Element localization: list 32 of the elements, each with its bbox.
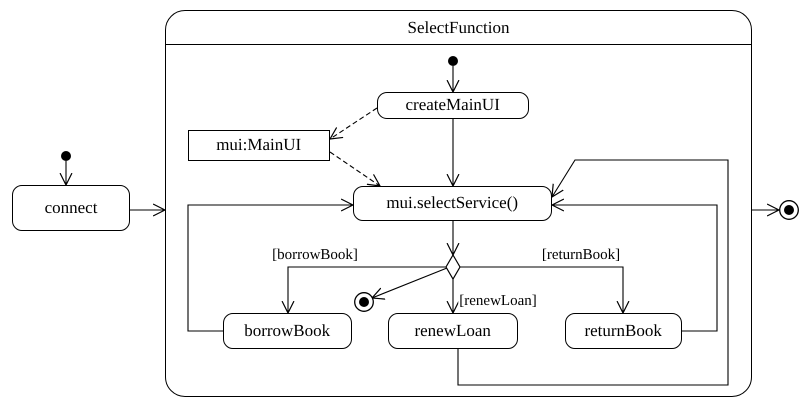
action-state: borrowBook [222,312,352,349]
transition-arrow [329,108,378,140]
transition-arrow [551,198,718,332]
action-state: connect [12,185,130,231]
final-state-icon [354,292,374,312]
transition-arrow [446,66,460,93]
transition-arrow [130,203,166,217]
transition-arrow [460,266,630,314]
action-state: returnBook [564,312,682,349]
action-state: mui.selectService() [352,186,552,221]
final-state-icon [779,200,799,220]
transition-arrow [446,119,460,187]
state-title: SelectFunction [166,11,751,45]
guard-label: [returnBook] [540,247,622,263]
transition-arrow [752,203,780,217]
transition-arrow [446,221,460,256]
transition-arrow [187,198,354,332]
initial-state-icon [448,56,458,66]
transition-arrow [281,266,446,314]
transition-arrow [457,159,729,386]
transition-arrow [371,267,448,300]
action-state: createMainUI [376,92,529,119]
guard-label: [borrowBook] [271,247,359,263]
transition-arrow [330,152,381,187]
object-box: mui:MainUI [188,130,330,161]
transition-arrow [446,279,460,314]
guard-label: [renewLoan] [458,293,538,309]
decision-diamond [446,254,460,279]
transition-arrow [59,161,73,186]
composite-state [165,10,752,397]
initial-state-icon [61,151,71,161]
action-state: renewLoan [388,312,518,349]
